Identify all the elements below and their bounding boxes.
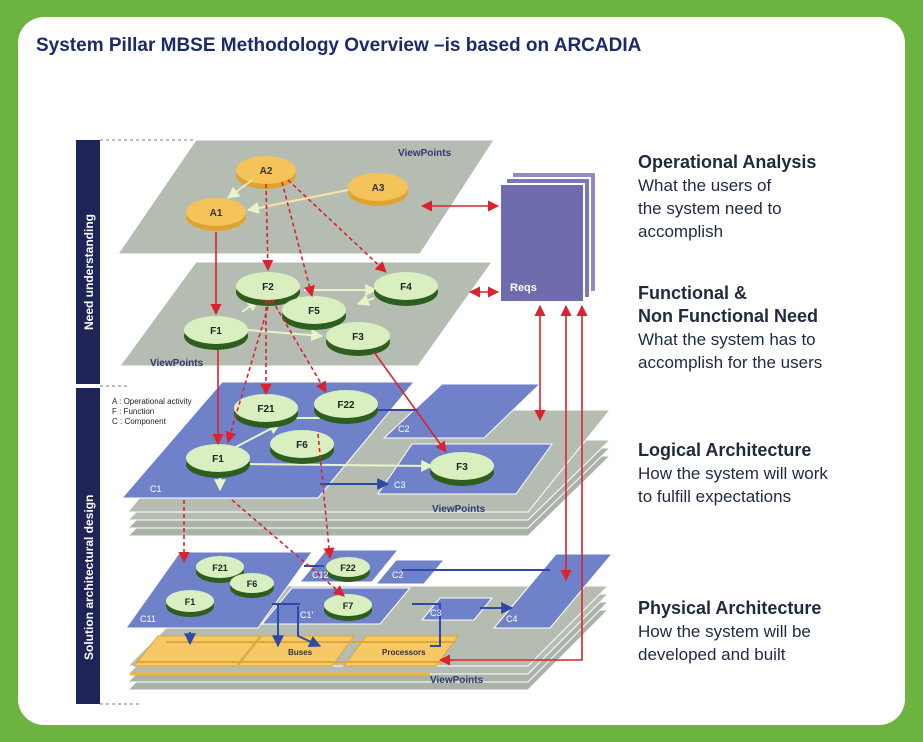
slide-title: System Pillar MBSE Methodology Overview …	[36, 35, 642, 56]
svg-text:What the users of: What the users of	[638, 176, 772, 195]
svg-text:F5: F5	[308, 306, 320, 317]
band-need-label: Need understanding	[82, 214, 96, 330]
svg-text:Operational Analysis: Operational Analysis	[638, 152, 816, 172]
svg-text:F7: F7	[343, 601, 354, 611]
label-pc2: C2	[392, 570, 404, 580]
activity-a3: A3	[348, 173, 408, 206]
physical-viewpoints: ViewPoints	[430, 675, 484, 686]
label-c3: C3	[394, 480, 406, 490]
logical-f3: F3	[430, 452, 494, 486]
svg-text:F6: F6	[296, 440, 308, 451]
svg-text:A2: A2	[260, 166, 273, 177]
svg-text:F2: F2	[262, 282, 274, 293]
band-need-understanding: Need understanding	[76, 140, 100, 384]
function-f1: F1	[184, 316, 248, 350]
logical-f6: F6	[270, 430, 334, 464]
band-solution-design: Solution architectural design	[76, 388, 100, 704]
svg-text:Non Functional Need: Non Functional Need	[638, 306, 818, 326]
svg-text:What the system has to: What the system has to	[638, 330, 816, 349]
logical-f21: F21	[234, 394, 298, 428]
svg-text:F1: F1	[212, 454, 224, 465]
logical-viewpoints: ViewPoints	[432, 504, 486, 515]
label-pc3: C3	[430, 608, 442, 618]
svg-text:How the system will work: How the system will work	[638, 464, 828, 483]
svg-text:F3: F3	[352, 332, 364, 343]
reqs-label: Reqs	[510, 282, 537, 294]
description-logical: Logical Architecture How the system will…	[638, 440, 828, 506]
operational-viewpoints: ViewPoints	[398, 148, 452, 159]
function-f4: F4	[374, 272, 438, 306]
svg-text:to fulfill expectations: to fulfill expectations	[638, 487, 791, 506]
label-c2: C2	[398, 424, 410, 434]
band-solution-label: Solution architectural design	[82, 495, 96, 660]
svg-text:F21: F21	[212, 563, 228, 573]
svg-text:Logical Architecture: Logical Architecture	[638, 440, 811, 460]
physical-f21: F21	[196, 556, 244, 583]
reqs-stack: Reqs	[499, 171, 597, 303]
physical-f6: F6	[230, 573, 274, 598]
description-functional: Functional & Non Functional Need What th…	[638, 283, 822, 372]
label-c1prime: C1'	[300, 610, 314, 620]
function-nodes: F2 F4 F5 F1 F3	[184, 272, 438, 356]
svg-text:accomplish: accomplish	[638, 222, 723, 241]
svg-text:F1: F1	[185, 597, 196, 607]
function-f2: F2	[236, 272, 300, 306]
trace-arrows	[178, 179, 588, 666]
description-operational: Operational Analysis What the users of t…	[638, 152, 816, 241]
legend-function: F : Function	[112, 407, 154, 416]
label-c11: C11	[140, 614, 156, 624]
hardware-boards	[130, 635, 459, 676]
physical-f1: F1	[166, 590, 214, 617]
svg-text:How the system will be: How the system will be	[638, 622, 811, 641]
legend-activity: A : Operational activity	[112, 397, 192, 406]
svg-text:F4: F4	[400, 282, 412, 293]
functional-viewpoints: ViewPoints	[150, 358, 204, 369]
function-f5: F5	[282, 296, 346, 330]
svg-text:F3: F3	[456, 462, 468, 473]
svg-text:F21: F21	[257, 404, 275, 415]
svg-text:A3: A3	[372, 183, 385, 194]
physical-function-nodes: F21 F6 F1 F22 F7	[166, 556, 372, 621]
svg-text:F1: F1	[210, 326, 222, 337]
svg-text:developed and built: developed and built	[638, 645, 786, 664]
svg-text:F22: F22	[337, 400, 355, 411]
legend-component: C : Component	[112, 417, 167, 426]
svg-text:accomplish for the users: accomplish for the users	[638, 353, 822, 372]
label-processors: Processors	[382, 648, 426, 657]
logical-f1: F1	[186, 444, 250, 478]
svg-text:the system need to: the system need to	[638, 199, 782, 218]
physical-f7: F7	[324, 594, 372, 621]
function-f3: F3	[326, 322, 390, 356]
svg-text:F6: F6	[247, 579, 258, 589]
label-buses: Buses	[288, 648, 313, 657]
description-physical: Physical Architecture How the system wil…	[638, 598, 821, 664]
logical-f22: F22	[314, 390, 378, 424]
activity-a1: A1	[186, 198, 246, 231]
physical-f22: F22	[326, 557, 370, 582]
svg-text:F22: F22	[340, 563, 356, 573]
svg-text:Physical Architecture: Physical Architecture	[638, 598, 821, 618]
label-c1: C1	[150, 484, 162, 494]
label-c4: C4	[506, 614, 518, 624]
svg-text:Functional &: Functional &	[638, 283, 747, 303]
svg-text:A1: A1	[210, 208, 223, 219]
